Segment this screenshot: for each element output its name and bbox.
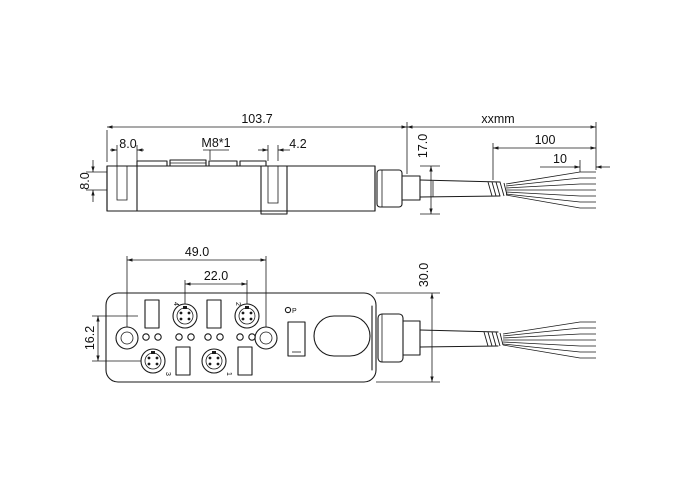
led-window-3 [175, 346, 191, 376]
port-label-4: 4 [172, 302, 179, 306]
mount-hole-left [115, 326, 139, 350]
dim-port-offset: 4.2 [289, 137, 306, 151]
side-connector-bump [239, 160, 267, 167]
dim-side-height: 17.0 [416, 134, 430, 158]
side-cable-shield [487, 181, 508, 197]
dim-strip-length: 100 [535, 133, 556, 147]
led-dots [142, 306, 292, 341]
power-led-label: P [292, 308, 297, 315]
led-window-1 [237, 346, 253, 376]
side-wires [505, 171, 596, 209]
label-window [313, 315, 371, 357]
front-body [105, 292, 377, 383]
side-connector-bump [208, 160, 238, 167]
front-wires [502, 321, 596, 359]
dim-wire-end-length: 10 [553, 152, 567, 166]
mount-hole-right [254, 326, 278, 350]
port-label-1: 1 [225, 372, 232, 376]
dim-cable-length: xxmm [481, 112, 514, 126]
power-led-window [287, 321, 306, 357]
port-label-2: 2 [234, 302, 241, 306]
front-cable-gland [377, 313, 404, 363]
front-view: 4 2 3 1 P [83, 245, 596, 383]
side-cable-gland [376, 169, 403, 208]
m8-port-3 [140, 348, 166, 374]
side-connector-bump [136, 160, 168, 167]
dim-port-thread: M8*1 [201, 136, 230, 150]
dim-port-spacing-wide: 49.0 [185, 245, 209, 259]
port-label-3: 3 [164, 372, 171, 376]
dim-base-thickness: 8.0 [78, 172, 92, 189]
led-window-2 [206, 299, 222, 329]
side-mount-tab [106, 165, 138, 212]
dim-overall-length: 103.7 [241, 112, 272, 126]
m8-port-1 [201, 348, 227, 374]
dim-port-row-spacing: 16.2 [83, 326, 97, 350]
m8-port-2 [234, 303, 260, 329]
led-window-4 [144, 299, 160, 329]
side-view: 103.7 xxmm 100 10 8.0 M8*1 4.2 [78, 112, 610, 215]
front-cable-shield [483, 331, 504, 347]
dim-port-spacing-narrow: 22.0 [204, 269, 228, 283]
side-body [106, 165, 376, 212]
m8-port-4 [172, 303, 198, 329]
dim-mount-hole-spacing: 8.0 [119, 137, 136, 151]
dim-body-height: 30.0 [417, 263, 431, 287]
side-mount-tab [260, 165, 288, 215]
